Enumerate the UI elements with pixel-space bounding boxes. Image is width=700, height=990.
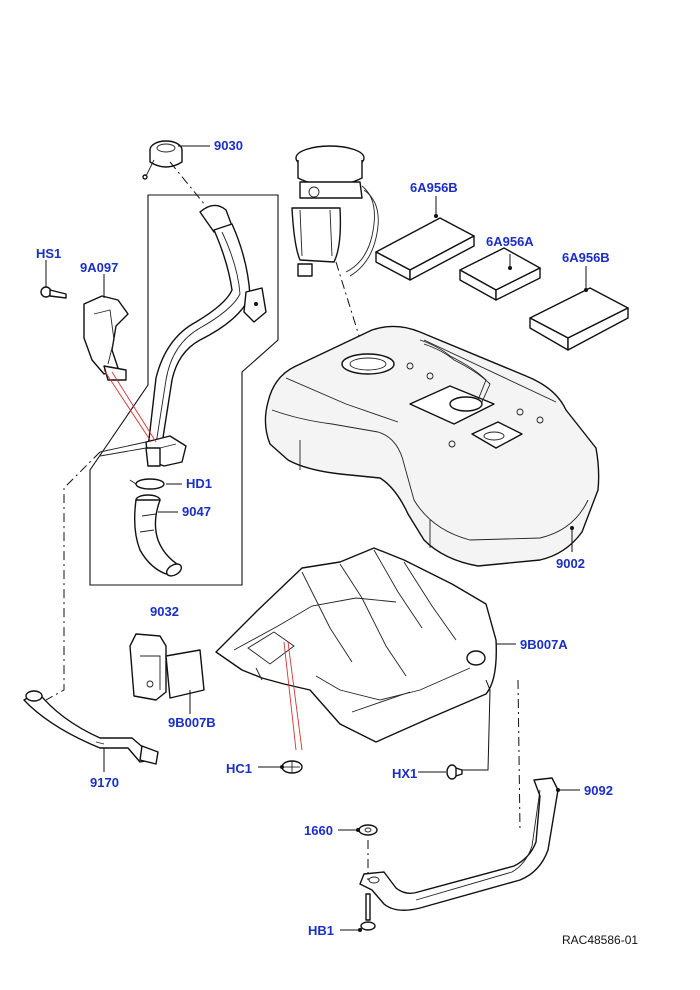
callout-hd1[interactable]: HD1 [186, 476, 212, 491]
breather-line-axis [45, 451, 101, 701]
filler-neck-group-frame [89, 194, 279, 586]
hose-clamp[interactable] [129, 478, 165, 490]
side-heat-shield[interactable] [129, 633, 205, 701]
fuel-cap[interactable] [142, 140, 183, 180]
filler-neck-tube[interactable] [99, 204, 267, 467]
callout-6a956b-right[interactable]: 6A956B [562, 250, 610, 265]
strap-washer[interactable] [358, 824, 378, 836]
callout-9002[interactable]: 9002 [556, 556, 585, 571]
fuel-cap-axis [169, 161, 206, 206]
callout-9047[interactable]: 9047 [182, 504, 211, 519]
callout-hc1[interactable]: HC1 [226, 761, 252, 776]
callout-9170[interactable]: 9170 [90, 775, 119, 790]
carbon-filter-pad-left[interactable] [375, 217, 475, 281]
shield-screw[interactable] [40, 286, 67, 299]
diagram-reference-number: RAC48586-01 [562, 933, 638, 947]
fuel-tank[interactable] [264, 325, 600, 567]
callout-9092[interactable]: 9092 [584, 783, 613, 798]
carbon-filter-pad-center[interactable] [459, 247, 541, 301]
callout-9b007a[interactable]: 9B007A [520, 637, 568, 652]
strap-bolt[interactable] [360, 893, 376, 931]
callout-hb1[interactable]: HB1 [308, 923, 334, 938]
callout-hs1[interactable]: HS1 [36, 246, 61, 261]
callout-hx1[interactable]: HX1 [392, 766, 417, 781]
callout-6a956a[interactable]: 6A956A [486, 234, 534, 249]
shield-locator-line-1 [103, 369, 151, 441]
strap-axis [517, 679, 521, 831]
callout-6a956b-left[interactable]: 6A956B [410, 180, 458, 195]
hx1-bracket-line [460, 679, 491, 771]
breather-pipe[interactable] [23, 690, 159, 765]
callout-1660[interactable]: 1660 [304, 823, 333, 838]
shield-locator-line-2 [111, 371, 157, 443]
tank-fixing[interactable] [446, 764, 463, 780]
clip-locator-line-1 [283, 641, 297, 751]
tank-heat-shield[interactable] [215, 547, 497, 743]
tank-strap[interactable] [359, 777, 559, 911]
clip-locator-line-2 [287, 641, 303, 751]
callout-9b007b[interactable]: 9B007B [168, 715, 216, 730]
filler-heat-shield[interactable] [83, 295, 129, 381]
fuel-pump-module[interactable] [291, 145, 379, 277]
callout-9a097[interactable]: 9A097 [80, 260, 118, 275]
filler-hose[interactable] [133, 494, 184, 578]
callout-9030[interactable]: 9030 [214, 138, 243, 153]
callout-9032[interactable]: 9032 [150, 604, 179, 619]
carbon-filter-pad-right[interactable] [529, 287, 629, 351]
shield-clip[interactable] [281, 760, 303, 774]
